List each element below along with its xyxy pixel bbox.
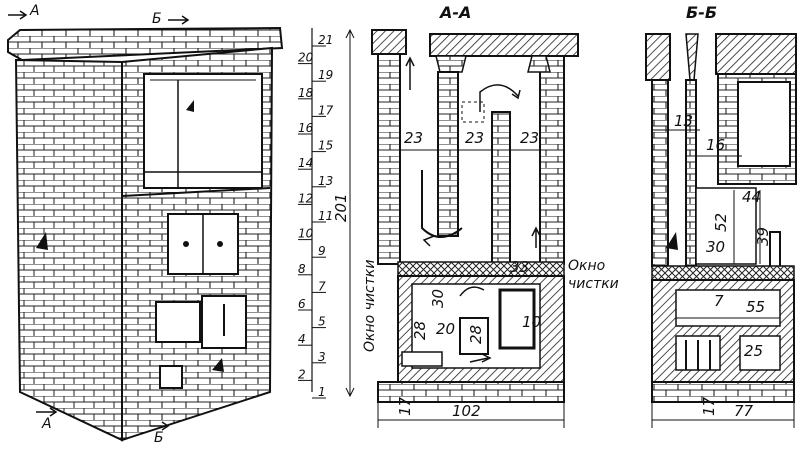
- row-number-11: 11: [318, 209, 333, 223]
- cut-b-top: Б: [152, 11, 162, 27]
- row-number-16: 16: [298, 121, 314, 135]
- bb-dim-44: 44: [742, 188, 761, 206]
- bb-dim-7: 7: [714, 292, 724, 310]
- aa-dim-33: 33: [510, 258, 529, 276]
- bb-dim-25: 25: [744, 342, 763, 360]
- aa-window-vertical: Окно чистки: [362, 260, 378, 352]
- lower-door: [155, 295, 247, 349]
- row-number-3: 3: [318, 350, 326, 364]
- row-number-9: 9: [318, 244, 326, 258]
- row-number-4: 4: [298, 332, 306, 346]
- aa-dim-w2: 23: [465, 129, 484, 147]
- row-number-21: 21: [318, 33, 333, 47]
- aa-dim-10: 10: [522, 313, 541, 331]
- row-number-2: 2: [298, 367, 306, 381]
- section-aa-title: А-А: [438, 3, 471, 22]
- cut-a-bottom: А: [41, 416, 52, 432]
- cut-b-bottom: Б: [154, 430, 164, 446]
- ash-door: [159, 365, 183, 389]
- aa-dim-20: 20: [436, 320, 455, 338]
- cut-a-top: А: [29, 3, 40, 19]
- aa-dim-30: 30: [429, 289, 447, 308]
- row-number-18: 18: [298, 86, 314, 100]
- row-number-17: 17: [318, 103, 334, 117]
- row-number-20: 20: [298, 51, 314, 65]
- row-number-8: 8: [298, 262, 306, 276]
- aa-dim-w3: 23: [520, 129, 539, 147]
- bb-dim-55: 55: [746, 298, 765, 316]
- section-bb: Б-Б 13 16 44 52 30 39 7 55 25 17 77: [645, 3, 797, 428]
- aa-dim-17: 17: [396, 396, 414, 416]
- row-number-13: 13: [318, 174, 333, 188]
- row-number-14: 14: [298, 156, 313, 170]
- section-bb-title: Б-Б: [686, 3, 717, 22]
- aa-dim-28a: 28: [411, 321, 429, 340]
- row-number-5: 5: [318, 315, 326, 329]
- bb-dim-77: 77: [734, 402, 754, 420]
- height-dimension: 201: [332, 28, 355, 398]
- row-number-15: 15: [318, 139, 333, 153]
- row-number-1: 1: [318, 385, 326, 399]
- bb-dim-52: 52: [712, 213, 730, 232]
- row-number-12: 12: [298, 191, 313, 205]
- bb-dim-16: 16: [706, 136, 725, 154]
- row-number-7: 7: [318, 279, 326, 293]
- section-aa: А-А 23 23 23: [362, 3, 619, 428]
- aa-window-right-1: Окно: [568, 258, 605, 274]
- row-number-10: 10: [298, 227, 314, 241]
- perspective-view: А Б А Б: [7, 3, 284, 446]
- bb-dim-17: 17: [700, 396, 718, 416]
- total-height: 201: [332, 193, 350, 222]
- upper-door: [167, 213, 239, 275]
- bb-dim-39: 39: [754, 227, 772, 246]
- bb-dim-13: 13: [674, 112, 693, 130]
- row-number-6: 6: [298, 297, 306, 311]
- aa-dim-w1: 23: [404, 129, 423, 147]
- bb-dim-30: 30: [706, 238, 725, 256]
- aa-window-right-2: чистки: [568, 276, 619, 292]
- row-number-19: 19: [318, 68, 333, 82]
- aa-dim-102: 102: [452, 402, 481, 420]
- aa-dim-28b: 28: [467, 325, 485, 344]
